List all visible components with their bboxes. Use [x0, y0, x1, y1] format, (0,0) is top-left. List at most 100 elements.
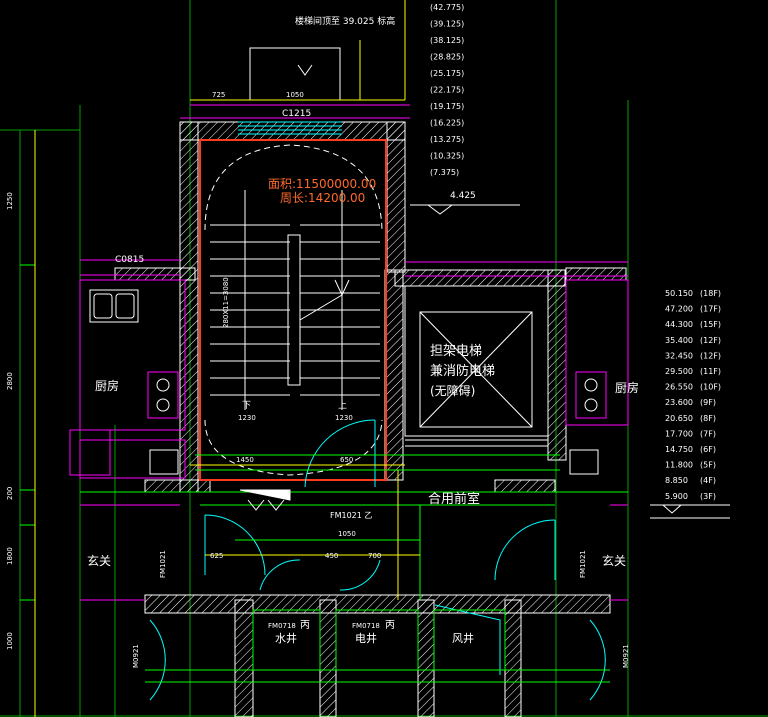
magenta-walls	[79, 259, 629, 601]
stair-width-right: 1230	[335, 414, 353, 422]
kitchen-left-fixtures	[69, 289, 179, 476]
dim-200: 200	[6, 487, 14, 500]
kitchen-left-label: 厨房	[95, 378, 119, 393]
floor-number: (10F)	[700, 383, 721, 392]
door-swings	[149, 419, 606, 701]
dim-1000: 1000	[6, 632, 14, 650]
shaft-c-label-2: 丙	[385, 620, 395, 631]
elevator-label-3: (无障碍)	[430, 383, 475, 398]
corridor-lines	[80, 454, 628, 600]
shafts	[145, 609, 610, 683]
floor-number: (3F)	[700, 492, 716, 501]
elevator-label-2: 兼消防电梯	[430, 363, 495, 379]
window-left-label: C0815	[115, 255, 144, 265]
shaft-wind-label: 风井	[452, 631, 474, 645]
shaft-c-label-1: 丙	[300, 620, 310, 631]
kitchen-right-label: 厨房	[615, 380, 639, 395]
floor-elevation: 14.750	[665, 445, 693, 454]
floor-number: (6F)	[700, 445, 716, 454]
main-level: 4.425	[450, 191, 476, 201]
floor-elevation: 17.700	[665, 429, 693, 438]
floor-number: (18F)	[700, 289, 721, 298]
area-label: 面积:11500000.00	[268, 177, 376, 191]
floor-elevation: 26.550	[665, 383, 693, 392]
level-markers	[239, 64, 730, 514]
window-top-label: C1215	[282, 109, 311, 119]
level-value: (38.125)	[430, 36, 464, 45]
stair-arrows	[244, 190, 350, 410]
elevator-shaft	[404, 285, 549, 447]
floor-number: (12F)	[700, 351, 721, 360]
door-fm1021-left: FM1021	[159, 550, 167, 578]
dim-2800: 2800	[6, 372, 14, 390]
dim-1450: 1450	[236, 456, 254, 464]
kitchen-right-fixtures	[569, 371, 607, 475]
floor-elevation: 11.800	[665, 461, 693, 470]
level-value: (39.125)	[430, 20, 464, 29]
front-room-label: 合用前室	[428, 491, 480, 507]
floor-number: (12F)	[700, 336, 721, 345]
level-value: (25.175)	[430, 69, 464, 78]
floor-elevation: 47.200	[665, 305, 693, 314]
level-value: (13.275)	[430, 135, 464, 144]
top-note: 楼梯间顶至 39.025 标高	[295, 15, 395, 27]
floor-number: (15F)	[700, 320, 721, 329]
floor-number: (17F)	[700, 305, 721, 314]
level-value: (16.225)	[430, 119, 464, 128]
floor-elevation: 5.900	[665, 492, 688, 501]
stair-width-left: 1230	[238, 414, 256, 422]
floor-elevation: 29.500	[665, 367, 693, 376]
floor-elevation: 32.450	[665, 351, 693, 360]
stair-treads	[210, 224, 380, 396]
dim-650: 650	[340, 456, 353, 464]
floor-number: (9F)	[700, 398, 716, 407]
dim-725: 725	[212, 91, 225, 99]
shaft-water-label: 水井	[275, 631, 297, 645]
floor-elevation: 44.300	[665, 320, 693, 329]
dim-700: 700	[368, 552, 381, 560]
door-m0921-left: M0921	[132, 644, 140, 668]
dim-1050: 1050	[286, 91, 304, 99]
entry-left-label: 玄关	[87, 553, 111, 568]
door-fm0718-2: FM0718	[352, 622, 380, 630]
floor-number: (7F)	[700, 429, 716, 438]
level-value: (7.375)	[430, 168, 459, 177]
door-fm1021-label: FM1021 乙	[330, 511, 372, 520]
level-value: (10.325)	[430, 152, 464, 161]
floor-elevation: 8.850	[665, 476, 688, 485]
dim-1250: 1250	[6, 192, 14, 210]
door-fm0718-1: FM0718	[268, 622, 296, 630]
dimension-lines	[34, 0, 420, 717]
dim-1800: 1800	[6, 547, 14, 565]
floor-number: (8F)	[700, 414, 716, 423]
level-value: (22.175)	[430, 86, 464, 95]
level-value: (42.775)	[430, 3, 464, 12]
top-window	[238, 121, 342, 135]
stair-arc	[204, 144, 383, 476]
floor-elevation: 50.150	[665, 289, 693, 298]
door-m0921-right: M0921	[622, 644, 630, 668]
level-value: (28.825)	[430, 53, 464, 62]
floor-elevation: 20.650	[665, 414, 693, 423]
down-label: 下	[242, 401, 251, 411]
floor-number: (5F)	[700, 461, 716, 470]
stair-dims-label: 280X11=3080	[222, 277, 230, 328]
elevator-label-1: 担架电梯	[430, 344, 482, 359]
dim-1050b: 1050	[338, 530, 356, 538]
perimeter-label: 周长:14200.00	[280, 191, 365, 205]
floor-number: (11F)	[700, 367, 721, 376]
floor-elevation: 23.600	[665, 398, 693, 407]
dim-450: 450	[325, 552, 338, 560]
stair-area-outline	[199, 139, 387, 481]
door-fm1021-right: FM1021	[579, 550, 587, 578]
floor-elevation: 35.400	[665, 336, 693, 345]
level-value: (19.175)	[430, 102, 464, 111]
shaft-elec-label: 电井	[355, 631, 377, 645]
floor-level-table: 50.150 (18F) 47.200 (17F) 44.300 (15F) 35.400 (…	[665, 289, 721, 501]
dim-625: 625	[210, 552, 223, 560]
left-dimension-chain	[20, 264, 35, 601]
entry-right-label: 玄关	[602, 553, 626, 568]
level-list-left: (42.775) (39.125) (38.125) (28.825) (25.175)…	[430, 3, 464, 177]
floor-number: (4F)	[700, 476, 716, 485]
